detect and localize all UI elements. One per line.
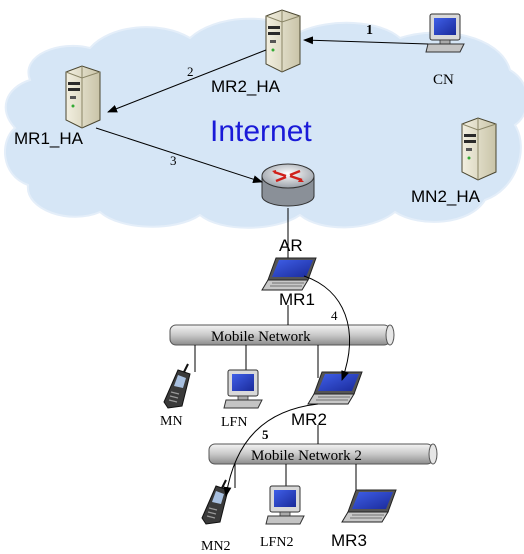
mobile-network-label: Mobile Network — [211, 329, 311, 345]
mobile-network-2-label: Mobile Network 2 — [251, 448, 362, 464]
step-label-3: 3 — [170, 153, 177, 168]
arrow-step-5 — [223, 403, 319, 497]
mr2-ha-server-icon — [265, 9, 301, 73]
arrow-step-1 — [303, 36, 429, 45]
step-label-4: 4 — [331, 308, 338, 323]
step-label-5: 5 — [262, 427, 269, 442]
mr1-label: MR1 — [279, 290, 315, 309]
mn2-label: MN2 — [201, 539, 231, 554]
mr2-laptop-icon — [307, 371, 363, 405]
mr2-ha-label: MR2_HA — [211, 77, 281, 96]
mr1-ha-server-icon — [65, 65, 101, 129]
cn-computer-icon — [425, 13, 465, 53]
arrow-step-4 — [303, 275, 350, 381]
arrow-step-2 — [107, 49, 267, 113]
lfn2-computer-icon — [265, 485, 305, 525]
mr3-laptop-icon — [341, 489, 397, 523]
mr1-laptop-icon — [261, 257, 317, 291]
mr3-label: MR3 — [331, 531, 367, 550]
mobile-network-bus — [169, 324, 395, 346]
mn2-ha-label: MN2_HA — [411, 187, 481, 206]
mobile-network-2-bus — [208, 443, 438, 465]
step-label-1: 1 — [366, 23, 373, 38]
mn2-phone-icon — [201, 479, 229, 525]
lfn2-label: LFN2 — [260, 535, 293, 550]
internet-label: Internet — [210, 115, 312, 148]
internet-cloud — [4, 17, 524, 229]
mr1-ha-label: MR1_HA — [14, 129, 84, 148]
ar-router-icon — [261, 163, 315, 207]
mr2-label: MR2 — [291, 410, 327, 429]
ar-label: AR — [279, 236, 303, 255]
mn-label: MN — [160, 414, 183, 429]
mn-phone-icon — [163, 363, 191, 409]
lfn-label: LFN — [221, 415, 247, 430]
mn2-ha-server-icon — [461, 117, 497, 181]
arrow-step-3 — [95, 127, 263, 184]
step-label-2: 2 — [187, 64, 194, 79]
lfn-computer-icon — [223, 369, 263, 409]
cn-label: CN — [433, 72, 454, 88]
